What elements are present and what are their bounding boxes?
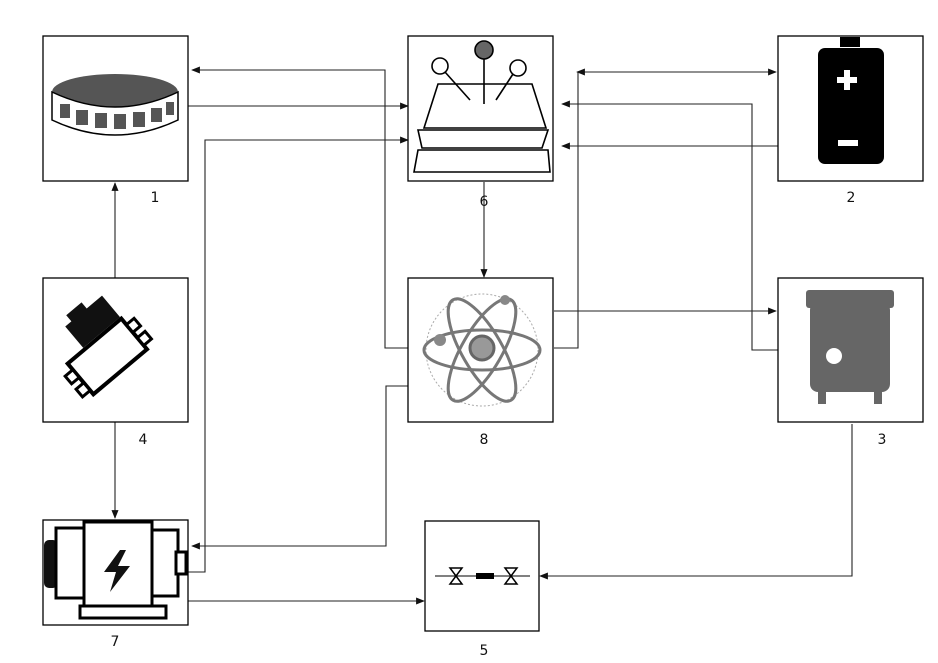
arrow-7-to-6	[188, 140, 408, 572]
arrow-3-to-5	[540, 424, 852, 576]
node-4	[36, 278, 188, 422]
arrow-8-to-1	[192, 70, 408, 348]
label-5: 5	[480, 643, 489, 659]
node-8	[408, 278, 553, 422]
node-2	[778, 36, 923, 181]
label-1: 1	[151, 190, 160, 206]
node-6	[408, 36, 553, 181]
line-8-up	[554, 72, 578, 348]
node-3	[778, 278, 923, 422]
label-2: 2	[847, 190, 856, 206]
label-7: 7	[111, 634, 120, 650]
label-3: 3	[878, 432, 887, 448]
tank-icon	[806, 290, 894, 404]
label-6: 6	[480, 194, 489, 210]
node-7	[43, 520, 188, 625]
disc-reactor-icon	[52, 74, 178, 135]
label-4: 4	[139, 432, 148, 448]
label-8: 8	[480, 432, 489, 448]
battery-icon	[818, 37, 884, 164]
node-1	[43, 36, 188, 181]
node-5	[425, 521, 539, 631]
arrow-3-to-6	[562, 104, 778, 350]
arrow-8-to-7	[192, 386, 408, 546]
